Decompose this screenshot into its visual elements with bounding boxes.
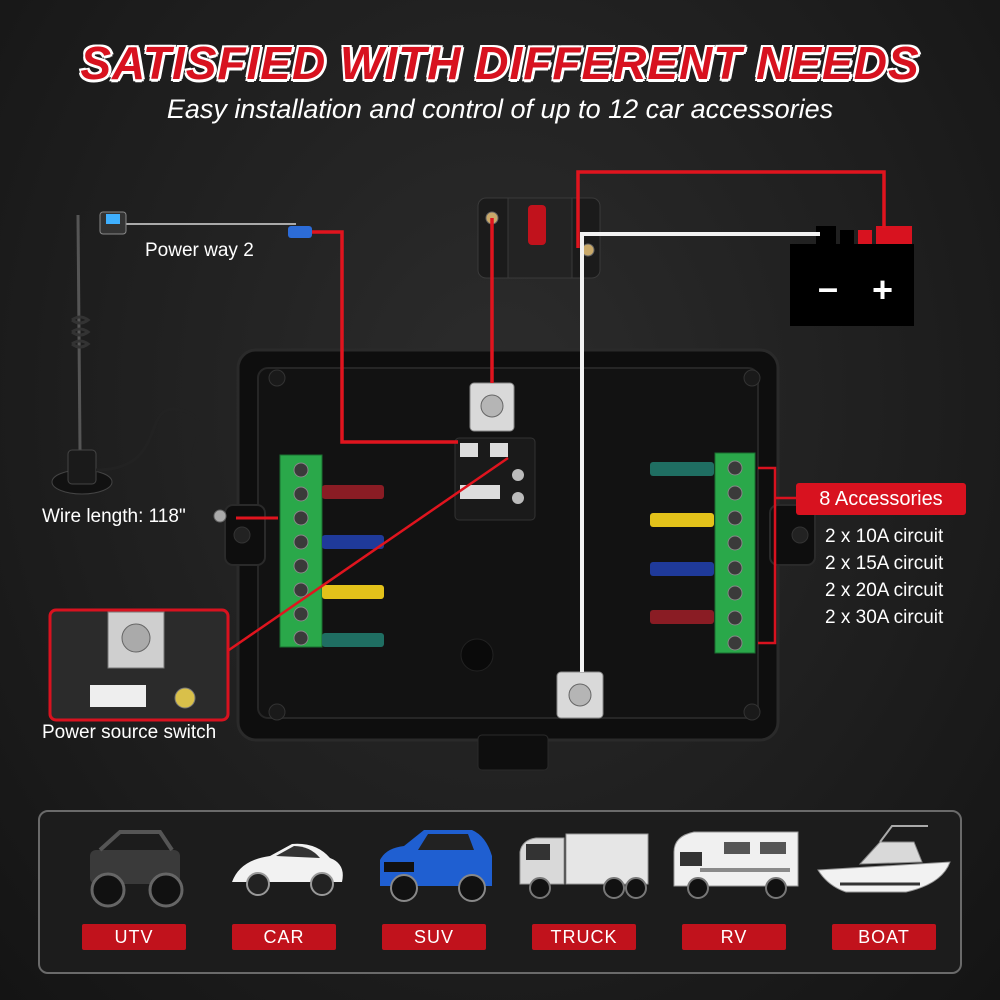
accessories-badge: 8 Accessories <box>796 483 966 515</box>
vehicle-panel: UTV CAR SUV <box>38 810 962 974</box>
vehicle-suv: SUV <box>360 812 510 972</box>
circuit-30a: 2 x 30A circuit <box>825 607 944 628</box>
right-fuses <box>650 462 714 624</box>
vehicle-label-suv: SUV <box>382 924 486 950</box>
page-title: SATISFIED WITH DIFFERENT NEEDS <box>80 37 920 89</box>
vehicle-label-boat: BOAT <box>832 924 936 950</box>
switch-zoom-inset <box>48 608 230 722</box>
circuit-10a: 2 x 10A circuit <box>825 526 944 547</box>
white-wire <box>580 232 820 672</box>
wire-length-label: Wire length: 118" <box>42 506 186 527</box>
rv-icon <box>673 831 799 899</box>
suv-icon <box>380 830 492 902</box>
right-terminal-strip <box>714 452 756 654</box>
page-subtitle: Easy installation and control of up to 1… <box>166 94 834 124</box>
circuit-15a: 2 x 15A circuit <box>825 553 944 574</box>
left-fuses <box>322 485 384 647</box>
vehicle-label-rv: RV <box>682 924 786 950</box>
vehicle-rv: RV <box>660 812 810 972</box>
vehicle-truck: TRUCK <box>510 812 660 972</box>
negative-stud <box>556 671 604 719</box>
fuse-box-housing <box>224 348 816 771</box>
battery-negative: – <box>818 267 838 308</box>
circuit-20a: 2 x 20A circuit <box>825 580 944 601</box>
car-icon <box>232 843 343 896</box>
truck-icon <box>519 833 649 899</box>
vehicle-label-truck: TRUCK <box>532 924 636 950</box>
left-terminal-strip <box>279 454 323 648</box>
source-switch-module <box>454 437 536 521</box>
fuse-tap <box>99 211 312 238</box>
circuit-breaker <box>477 197 601 279</box>
utv-icon <box>90 830 184 908</box>
red-wires <box>225 170 886 654</box>
vehicle-label-utv: UTV <box>82 924 186 950</box>
antenna-icon <box>51 214 227 523</box>
accessory-bracket <box>758 466 796 645</box>
boat-icon <box>817 825 951 893</box>
vehicle-boat: BOAT <box>810 812 960 972</box>
battery-positive: + <box>872 269 893 310</box>
power-switch-label: Power source switch <box>42 722 217 743</box>
vehicle-label-car: CAR <box>232 924 336 950</box>
power-way-label: Power way 2 <box>145 240 254 261</box>
positive-stud <box>469 382 515 432</box>
battery-icon: – + <box>790 226 914 326</box>
vehicle-car: CAR <box>210 812 360 972</box>
vehicle-utv: UTV <box>60 812 210 972</box>
